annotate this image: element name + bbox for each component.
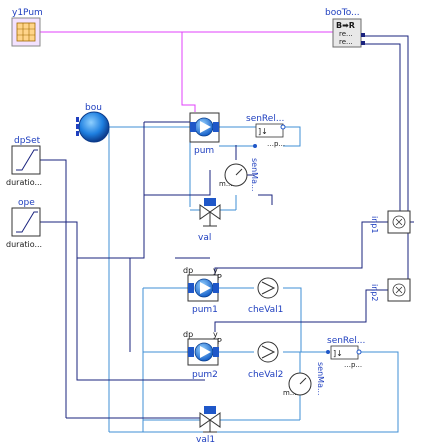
booTo-out1-port xyxy=(361,33,365,37)
senRel-bottom-sublabel: …p... xyxy=(344,361,362,369)
senMa-top-sensor[interactable]: m... senMa... xyxy=(219,158,259,192)
pum2-y-label: y xyxy=(213,330,218,339)
inp1-label: inp1 xyxy=(370,216,379,233)
pum1-y-label: y xyxy=(213,266,218,275)
pum2-pump[interactable]: dp y P pum2 xyxy=(183,330,222,380)
senRel-top-label: senRel... xyxy=(246,114,284,124)
booTo-label: booTo... xyxy=(325,8,360,18)
pum-pump[interactable]: pum xyxy=(189,112,220,156)
val1-label: val1 xyxy=(196,435,215,445)
senMa-top-label: senMa... xyxy=(250,158,259,192)
senMa-bottom-sublabel: m... xyxy=(283,389,297,397)
senRel-bottom-label: senRel... xyxy=(327,336,365,346)
senMa-top-sublabel: m... xyxy=(219,180,233,188)
ope-block[interactable]: ope duratio... xyxy=(6,198,42,249)
booTo-icon: B➡R xyxy=(336,21,355,30)
pum-label: pum xyxy=(194,146,214,156)
bou-label: bou xyxy=(85,103,102,113)
pum1-pump[interactable]: dp y P pum1 xyxy=(183,266,222,315)
senRel-top-sublabel: …p... xyxy=(267,140,285,148)
booTo-re1: re... xyxy=(339,30,353,38)
senMa-bottom-label: senMa... xyxy=(316,362,325,396)
fluid-connections xyxy=(108,126,399,433)
pum1-label: pum1 xyxy=(192,305,218,315)
cheVal1-label: cheVal1 xyxy=(248,305,283,315)
booToReal-block[interactable]: B➡R re... re... booTo... xyxy=(325,8,365,48)
booTo-re2: re... xyxy=(339,38,353,46)
bou-boundary[interactable]: bou xyxy=(76,103,110,143)
inp1-block[interactable]: inp1 xyxy=(370,210,411,234)
val-valve[interactable]: val xyxy=(198,198,221,243)
inp2-label: inp2 xyxy=(370,284,379,301)
y1Pum-block[interactable]: y1Pum xyxy=(11,8,43,47)
pum1-dp-label: dp xyxy=(183,266,193,275)
ope-label: ope xyxy=(18,198,35,208)
booTo-out2-port xyxy=(361,41,365,45)
senRel-bottom-icon: ]↓ xyxy=(333,349,343,358)
pum2-P-label: P xyxy=(217,337,222,346)
boolean-signal-connections xyxy=(40,31,336,112)
dpSet-label: dpSet xyxy=(14,136,41,146)
senMa-bottom-sensor[interactable]: m... senMa... xyxy=(283,362,325,397)
senRel-bottom-sensor[interactable]: ]↓ senRel... …p... xyxy=(326,336,365,369)
val-label: val xyxy=(198,233,211,243)
cheVal2-check-valve[interactable]: cheVal2 xyxy=(248,341,283,380)
inp2-block[interactable]: inp2 xyxy=(370,278,411,302)
dpSet-block[interactable]: dpSet duratio... xyxy=(6,136,42,187)
y1Pum-label: y1Pum xyxy=(12,8,43,18)
cheVal2-label: cheVal2 xyxy=(248,370,283,380)
val1-valve[interactable]: val1 xyxy=(196,406,221,445)
dpSet-sublabel: duratio... xyxy=(6,178,42,187)
ope-sublabel: duratio... xyxy=(6,240,42,249)
senRel-top-sensor[interactable]: ]↓ senRel... …p... xyxy=(246,114,286,148)
pum1-P-label: P xyxy=(217,273,222,282)
senRel-top-icon: ]↓ xyxy=(258,127,268,136)
cheVal1-check-valve[interactable]: cheVal1 xyxy=(248,277,283,315)
pum2-label: pum2 xyxy=(192,370,218,380)
pum2-dp-label: dp xyxy=(183,330,193,339)
